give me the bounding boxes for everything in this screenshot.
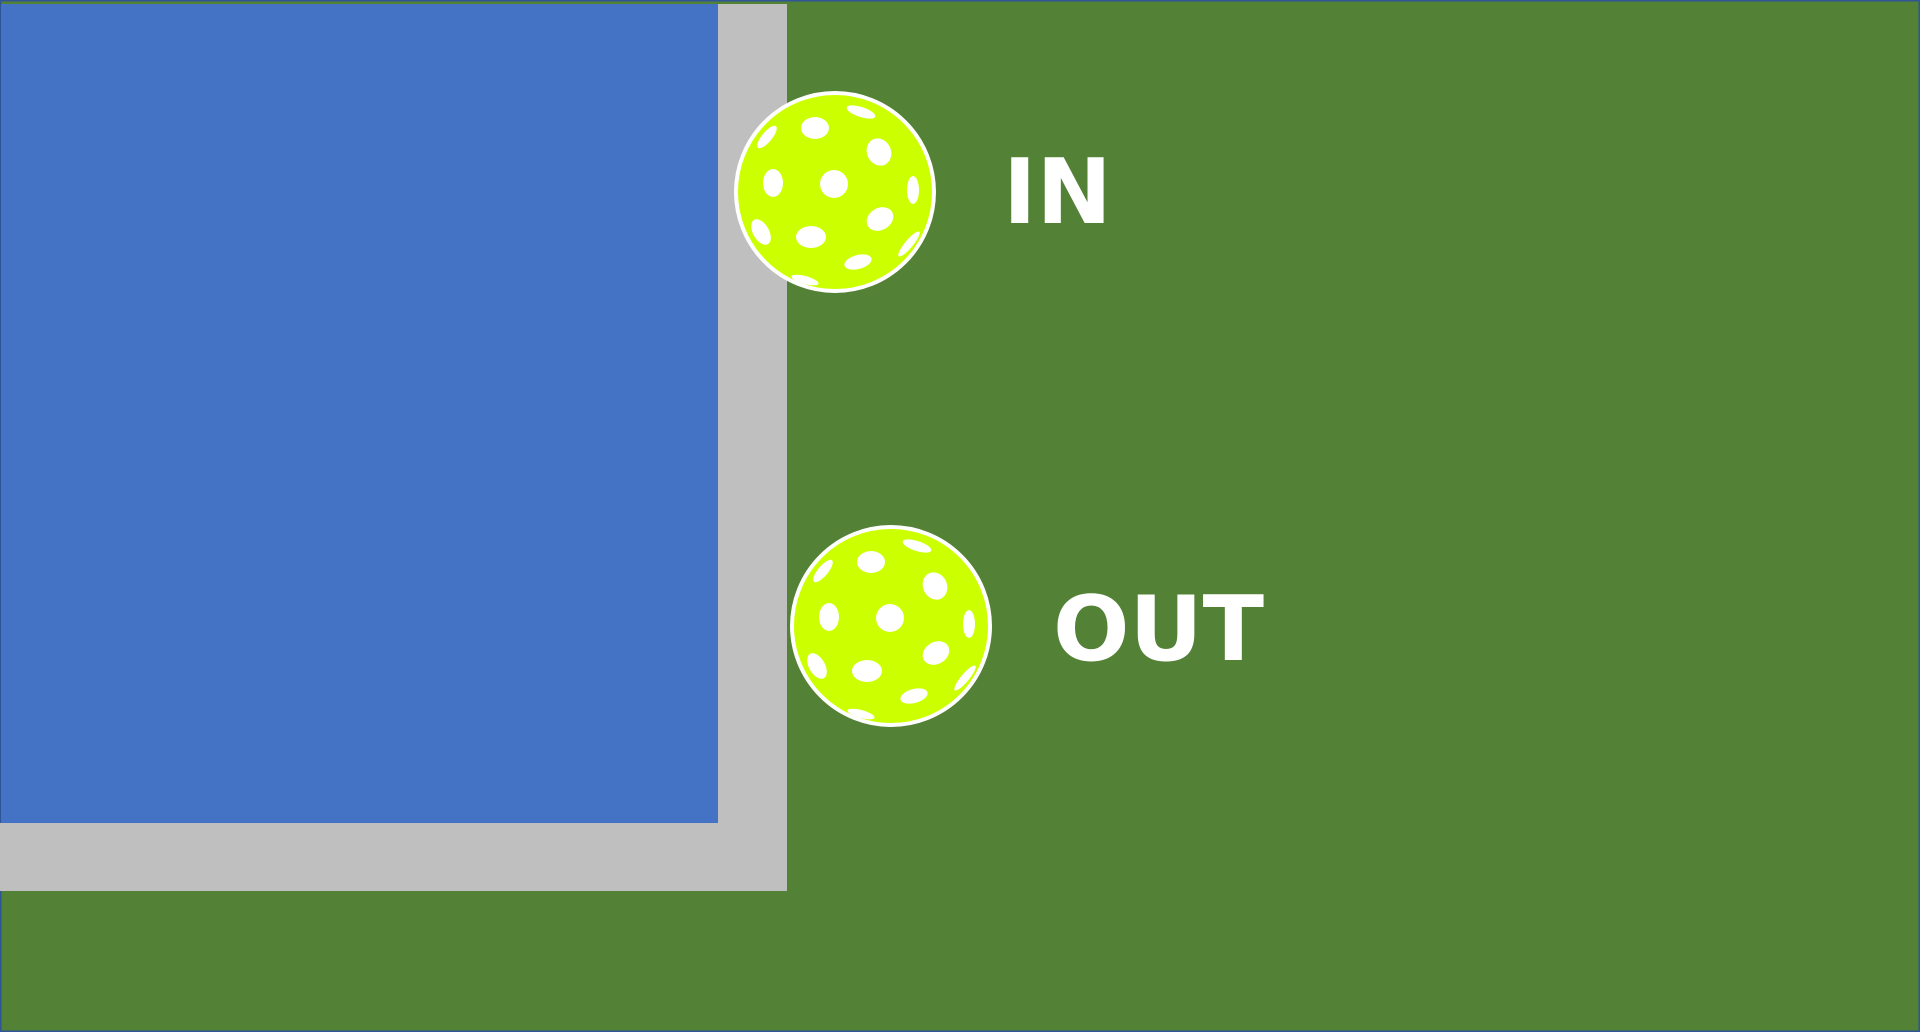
court-surface: [1, 4, 718, 823]
baseline: [0, 823, 787, 891]
in-label: IN: [1003, 140, 1112, 245]
pickleball-icon: [736, 93, 934, 291]
out-label: OUT: [1053, 577, 1264, 682]
pickleball-icon: [792, 527, 990, 725]
